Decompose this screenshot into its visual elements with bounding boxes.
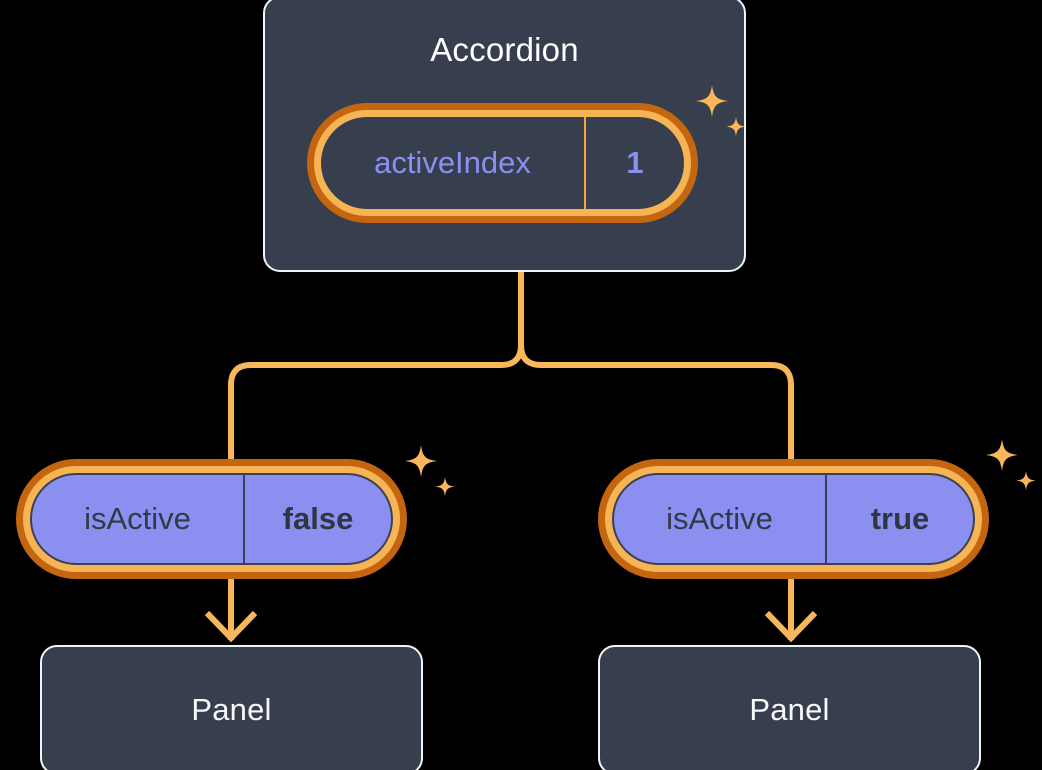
sparkle-small-icon bbox=[435, 477, 455, 497]
prop-key-label: isActive bbox=[32, 475, 245, 563]
state-key-label: activeIndex bbox=[321, 117, 586, 209]
prop-pill-is-active-true[interactable]: isActive true bbox=[598, 459, 989, 579]
component-card-panel-left[interactable]: Panel bbox=[40, 645, 423, 770]
arrowhead-right bbox=[764, 610, 818, 643]
state-pill-active-index[interactable]: activeIndex 1 bbox=[307, 103, 698, 223]
pill-body: isActive false bbox=[30, 473, 393, 565]
pill-inner-ring: isActive true bbox=[605, 466, 982, 572]
arrowhead-left bbox=[204, 610, 258, 643]
pill-body: activeIndex 1 bbox=[321, 117, 684, 209]
sparkle-small-icon bbox=[1016, 471, 1036, 491]
panel-title-right: Panel bbox=[749, 692, 830, 727]
wire-to-right-branch bbox=[518, 271, 794, 470]
prop-key-label: isActive bbox=[614, 475, 827, 563]
pill-body: isActive true bbox=[612, 473, 975, 565]
state-value-label: 1 bbox=[626, 145, 644, 180]
prop-value-label: true bbox=[870, 501, 930, 536]
sparkle-accent-right bbox=[980, 437, 1038, 499]
sparkle-large-icon bbox=[986, 439, 1018, 471]
component-card-panel-right[interactable]: Panel bbox=[598, 645, 981, 770]
pill-inner-ring: activeIndex 1 bbox=[314, 110, 691, 216]
sparkle-large-icon bbox=[405, 445, 437, 477]
pill-inner-ring: isActive false bbox=[23, 466, 400, 572]
panel-title-left: Panel bbox=[191, 692, 272, 727]
prop-value-label: false bbox=[282, 501, 354, 536]
wire-to-left-branch bbox=[228, 271, 524, 470]
sparkle-accent-left bbox=[399, 443, 457, 505]
page-title: Accordion bbox=[430, 31, 579, 68]
prop-pill-is-active-false[interactable]: isActive false bbox=[16, 459, 407, 579]
